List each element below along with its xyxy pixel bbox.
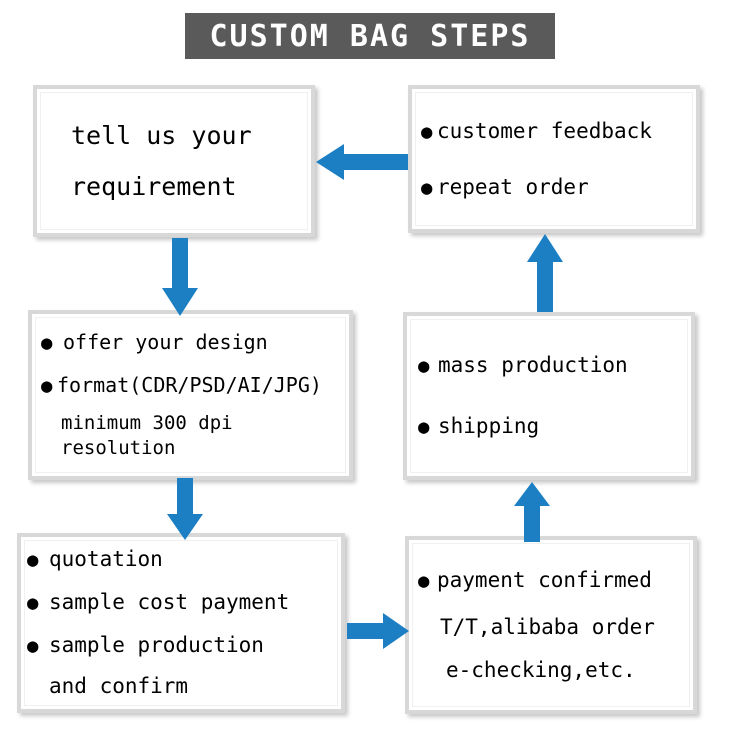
box-line-text: requirement (71, 172, 237, 201)
bullet-icon: ● (418, 416, 430, 438)
box-line: ● payment confirmed (418, 567, 683, 592)
box-mass-production: ● mass production ● shipping (403, 312, 695, 480)
chart-title-bar: CUSTOM BAG STEPS (185, 13, 555, 59)
arrow-quotation-to-payment (347, 610, 409, 652)
box-line: ● shipping (418, 416, 681, 437)
box-line-text: quotation (49, 547, 163, 571)
box-line: ● minimum 300 dpi (41, 414, 339, 433)
arrow-production-to-feedback (523, 234, 567, 312)
box-content: ● tell us your ● requirement (40, 92, 308, 230)
box-line-text: and confirm (49, 674, 189, 698)
box-line: ● tell us your (55, 123, 301, 148)
box-line: ● sample cost payment (27, 592, 331, 613)
bullet-icon: ● (27, 635, 39, 657)
box-content: ● payment confirmed ● T/T,alibaba order … (412, 543, 690, 707)
box-line: ● resolution (41, 439, 339, 458)
box-line-text: payment confirmed (437, 567, 652, 592)
box-payment-confirmed: ● payment confirmed ● T/T,alibaba order … (405, 536, 697, 714)
bullet-icon: ● (421, 120, 433, 143)
box-content: ● customer feedback ● repeat order (415, 92, 693, 226)
bullet-icon: ● (41, 375, 53, 397)
box-line-text: repeat order (437, 174, 589, 199)
box-line-text: format(CDR/PSD/AI/JPG) (57, 373, 322, 397)
box-line: ● quotation (27, 549, 331, 570)
arrow-payment-to-production (510, 482, 554, 542)
box-offer-your-design: ● offer your design ● format(CDR/PSD/AI/… (28, 310, 353, 480)
box-line-text: sample production (49, 633, 264, 657)
bullet-icon: ● (41, 332, 53, 354)
arrow-requirement-to-design (158, 238, 202, 316)
box-line-text: resolution (61, 437, 176, 459)
box-line-text: tell us your (71, 121, 252, 150)
box-line-text: customer feedback (437, 118, 652, 143)
box-line: ● offer your design (41, 332, 339, 353)
box-content: ● mass production ● shipping (410, 319, 688, 473)
box-content: ● quotation ● sample cost payment ● samp… (24, 540, 338, 706)
box-line: ● repeat order (421, 174, 686, 199)
box-line: ● format(CDR/PSD/AI/JPG) (41, 375, 339, 396)
box-content: ● offer your design ● format(CDR/PSD/AI/… (35, 317, 346, 473)
box-line: ● sample production (27, 635, 331, 656)
box-line-text: shipping (438, 414, 540, 438)
arrow-design-to-quotation (163, 478, 207, 540)
bullet-icon: ● (27, 549, 39, 571)
bullet-icon: ● (418, 569, 430, 592)
box-tell-us-your-requirement: ● tell us your ● requirement (33, 85, 315, 237)
box-line: ● mass production (418, 355, 681, 376)
box-line: ● T/T,alibaba order (418, 614, 683, 639)
bullet-icon: ● (421, 176, 433, 199)
box-line-text: T/T,alibaba order (440, 614, 655, 639)
bullet-icon: ● (418, 355, 430, 377)
box-line: ● requirement (55, 174, 301, 199)
box-line: ● and confirm (27, 676, 331, 697)
box-line: ● customer feedback (421, 118, 686, 143)
box-line-text: e-checking,etc. (446, 657, 636, 682)
arrow-feedback-to-requirement (316, 140, 408, 184)
box-line-text: minimum 300 dpi (61, 412, 233, 434)
box-line-text: sample cost payment (49, 590, 290, 614)
box-customer-feedback: ● customer feedback ● repeat order (408, 85, 700, 233)
box-line-text: mass production (438, 353, 628, 377)
page-title: CUSTOM BAG STEPS (209, 18, 531, 54)
box-line-text: offer your design (63, 330, 268, 354)
box-line: ● e-checking,etc. (418, 657, 683, 682)
bullet-icon: ● (27, 592, 39, 614)
box-quotation: ● quotation ● sample cost payment ● samp… (17, 533, 345, 713)
